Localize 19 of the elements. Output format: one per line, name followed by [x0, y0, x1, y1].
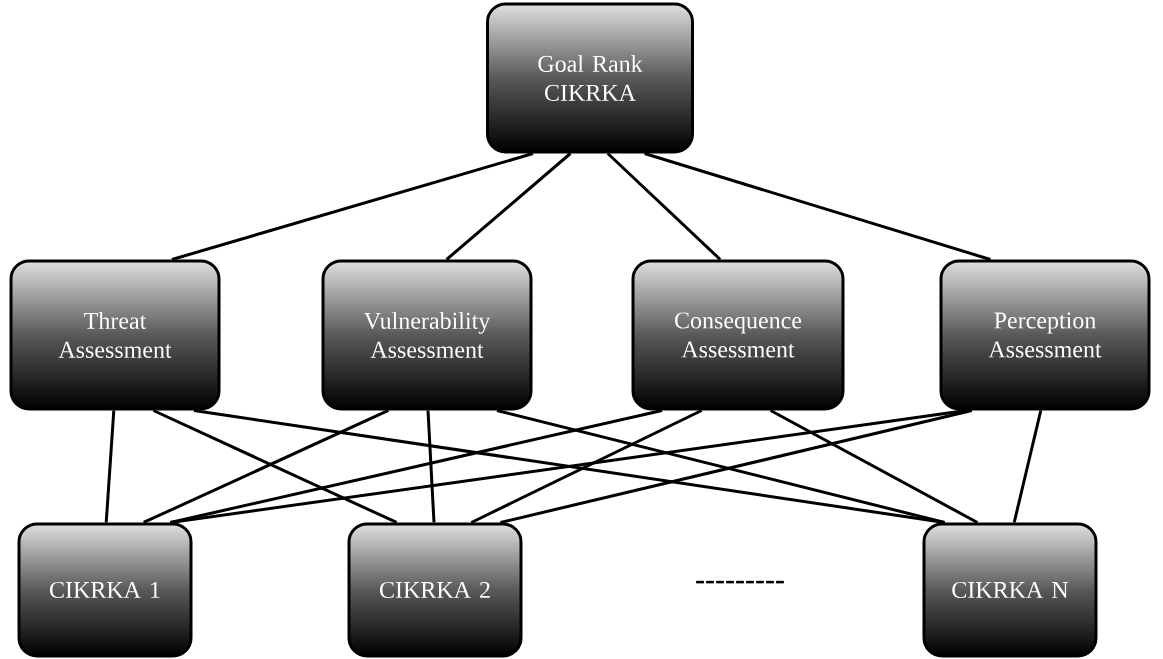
connector-line	[426, 410, 436, 523]
connector-line	[470, 409, 703, 524]
gradient-box: Threat Assessment	[9, 259, 221, 411]
connector-line	[644, 152, 991, 261]
ellipsis-dashes: ---------	[696, 580, 784, 584]
gradient-box: CIKRKA N	[922, 522, 1098, 658]
gradient-box: Vulnerability Assessment	[321, 259, 533, 411]
gradient-box: CIKRKA 2	[347, 522, 523, 658]
connector-line	[769, 409, 979, 524]
connector-line	[606, 152, 722, 261]
gradient-box: Consequence Assessment	[631, 259, 845, 411]
connector-line	[104, 410, 116, 523]
connector-line	[171, 152, 534, 261]
connector-line	[445, 152, 572, 261]
connector-line	[1012, 410, 1043, 523]
connector-line	[170, 409, 663, 524]
gradient-box: CIKRKA 1	[17, 522, 193, 658]
gradient-box: Goal Rank CIKRKA	[486, 2, 694, 154]
gradient-box: Perception Assessment	[939, 259, 1151, 411]
